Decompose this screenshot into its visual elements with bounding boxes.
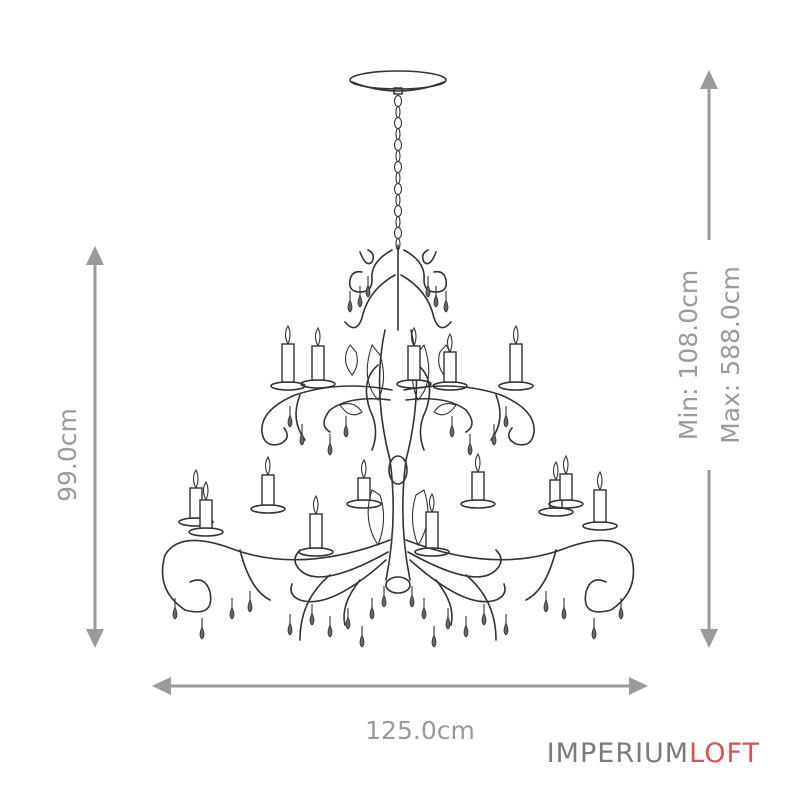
chain-link: [395, 171, 401, 185]
crystal-drop: [343, 416, 349, 438]
lower-tier-arms: [161, 539, 635, 641]
crystal-drop: [369, 598, 375, 620]
chain-link: [393, 116, 403, 130]
candle-holder: [582, 470, 618, 531]
chain-link: [393, 160, 403, 174]
candles: [178, 324, 618, 557]
crystal-drop: [591, 618, 597, 640]
candle-holder: [298, 494, 334, 557]
chain-link: [393, 94, 403, 108]
crystal-drop: [347, 291, 353, 313]
crystal-drop: [433, 286, 439, 308]
candle-holder: [178, 468, 214, 527]
height-label: 99.0cm: [53, 408, 82, 502]
crystal-drop: [172, 598, 178, 620]
crystal-drop: [449, 416, 455, 438]
crystal-drop: [247, 591, 253, 613]
crystal-drop: [421, 598, 427, 620]
candle-holder: [414, 492, 450, 557]
crystal-drop: [199, 618, 205, 640]
crystal-drop: [327, 616, 333, 638]
candle-holder: [300, 326, 336, 389]
height-arrow: [86, 246, 104, 648]
crystal-drop: [443, 291, 449, 313]
crystal-drop: [409, 586, 415, 608]
crystal-drop: [357, 286, 363, 308]
crystal-drop: [287, 406, 293, 428]
chain-link: [395, 149, 401, 163]
width-label: 125.0cm: [365, 716, 475, 745]
drop-max-label: Max: 588.0cm: [716, 266, 745, 444]
brand-logo-part2: LOFT: [689, 738, 760, 769]
candle-holder: [498, 324, 534, 391]
crystal-drop: [503, 406, 509, 428]
top-crown: [344, 244, 452, 331]
crystal-drop: [287, 614, 293, 636]
crystal-drop: [543, 591, 549, 613]
crystal-drop: [561, 598, 567, 620]
crystal-drop: [381, 586, 387, 608]
crystal-drop: [229, 598, 235, 620]
candle-holder: [396, 326, 432, 389]
crystal-drop: [431, 626, 437, 648]
candle-holder: [270, 324, 306, 391]
candle-holder: [250, 455, 286, 514]
chain-link: [393, 182, 403, 196]
chain-link: [395, 105, 401, 119]
crystal-drop: [309, 604, 315, 626]
crystal-drop: [425, 276, 431, 298]
crystal-drop: [365, 276, 371, 298]
width-arrow: [152, 677, 648, 695]
crystal-drop: [467, 434, 473, 456]
chain: [393, 94, 403, 251]
chain-link: [395, 215, 401, 229]
chain-link: [395, 127, 401, 141]
drop-min-label: Min: 108.0cm: [674, 270, 703, 440]
chain-link: [393, 226, 403, 240]
crystal-drop: [445, 608, 451, 630]
brand-logo-part1: IMPERIUM: [547, 738, 689, 769]
brand-logo: IMPERIUMLOFT: [547, 738, 760, 769]
candle-holder: [432, 332, 468, 391]
candle-holder: [548, 454, 584, 509]
crystal-drop: [345, 608, 351, 630]
crystal-drops: [172, 276, 624, 648]
crystal-drop: [327, 434, 333, 456]
candle-holder: [460, 452, 496, 509]
candle-holder: [346, 458, 382, 509]
crystal-drop: [299, 424, 305, 446]
chain-link: [393, 204, 403, 218]
drop-arrow: [700, 70, 718, 648]
chandelier-drawing: [161, 70, 635, 648]
crystal-drop: [491, 424, 497, 446]
crystal-drop: [503, 614, 509, 636]
crystal-drop: [359, 626, 365, 648]
crystal-drop: [463, 616, 469, 638]
crystal-drop: [481, 604, 487, 626]
chain-link: [395, 193, 401, 207]
crystal-drop: [618, 598, 624, 620]
chain-link: [393, 138, 403, 152]
candle-holder: [188, 480, 224, 537]
ceiling-canopy: [349, 70, 447, 95]
